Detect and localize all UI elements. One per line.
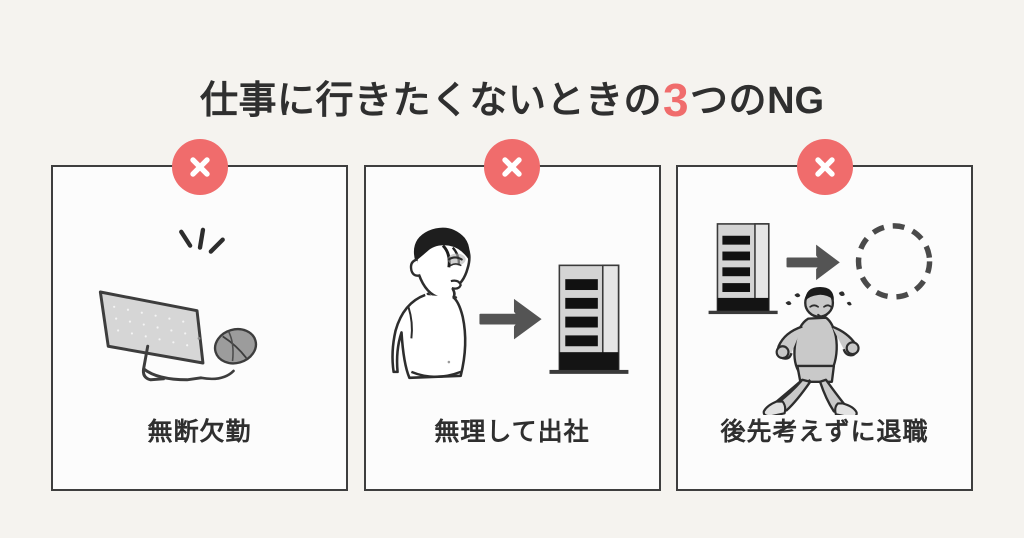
page-title: 仕事に行きたくないときの3つのNG: [0, 77, 1024, 123]
page-title-suffix: つの: [690, 80, 768, 123]
page-title-prefix: 仕事に行きたくないときの: [199, 80, 662, 123]
page-title-suffix-latin: NG: [767, 80, 825, 123]
page-title-number: 3: [662, 74, 690, 127]
ng-card-atosaki-kangaezu-taishoku[interactable]: 後先考えずに退職: [676, 139, 973, 491]
ng-card-label: 無断欠勤: [147, 418, 252, 446]
ng-card-list: 無断欠勤: [51, 139, 973, 491]
x-mark-icon: [484, 139, 540, 195]
x-mark-icon: [171, 139, 228, 195]
ng-card-label: 無理して出社: [434, 418, 590, 446]
ng-card-label: 後先考えずに退職: [720, 418, 929, 446]
office-building-arrow-empty-circle-running-person-illustration: [678, 167, 971, 415]
ng-card-muri-shite-shussha[interactable]: 無理して出社: [363, 139, 661, 491]
desktop-monitor-and-mouse-illustration: [53, 167, 346, 415]
tired-person-arrow-office-building-illustration: [366, 167, 659, 415]
x-mark-icon: [796, 139, 853, 195]
ng-card-mudan-kekkin[interactable]: 無断欠勤: [51, 139, 348, 491]
